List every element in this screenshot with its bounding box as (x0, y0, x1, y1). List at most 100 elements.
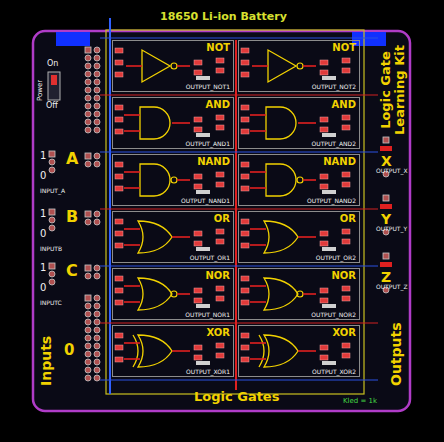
header-pin (85, 311, 91, 317)
header-pin (94, 87, 100, 93)
switch-label: Power (37, 80, 45, 101)
header-pin (85, 303, 91, 309)
header-pin (94, 63, 100, 69)
header-pin (94, 265, 100, 271)
pin-name: INPUT_A (40, 188, 65, 195)
header-pin (49, 263, 55, 269)
gate-cell: NAND OUTPUT_NAND1 (112, 154, 234, 206)
gate-name: NAND (197, 156, 230, 167)
gate-name: NOT (206, 42, 230, 53)
header-pin (94, 55, 100, 61)
pin-name: OUTPUT_NOR2 (311, 311, 356, 318)
gate-cell: NOR OUTPUT_NOR2 (238, 268, 360, 320)
header-pin (85, 127, 91, 133)
header-pin (85, 375, 91, 381)
pin-name: OUTPUT_AND2 (312, 140, 356, 147)
trace (100, 94, 378, 95)
header-pin (85, 327, 91, 333)
gate-cell: NANDOUTPUT_NAND2 (238, 154, 360, 206)
header-pin (85, 153, 91, 159)
gate-cell: NOTOUTPUT_NOT2 (238, 40, 360, 92)
gate-symbol (115, 219, 224, 253)
gate-cell: OR OUTPUT_OR2 (238, 211, 360, 263)
logic-level: 1 (40, 208, 46, 219)
header-pin (94, 111, 100, 117)
header-pin (94, 367, 100, 373)
gate-cell: NOR OUTPUT_NOR1 (112, 268, 234, 320)
gate-cell: ANDOUTPUT_AND1 (112, 97, 234, 149)
header-pin (94, 311, 100, 317)
header-pin (94, 335, 100, 341)
battery-outline (106, 30, 364, 394)
header-pin (49, 151, 55, 157)
board-outline (33, 31, 410, 411)
header-pin (383, 137, 389, 143)
switch-pad (51, 75, 57, 85)
pin-name: OUTPUT_NAND2 (307, 197, 356, 204)
pin-name: OUTPUT_NOT1 (186, 83, 230, 90)
header-pin (94, 211, 100, 217)
header-pin (49, 209, 55, 215)
battery-label: 18650 Li-ion Battery (160, 11, 287, 23)
pin-name: INPUTC (40, 300, 62, 307)
led-pad (380, 204, 392, 209)
pin-name: OUTPUT_X (376, 168, 408, 175)
logic-level: 0 (64, 342, 74, 359)
header-pin (94, 71, 100, 77)
header-pin (94, 319, 100, 325)
header-pin (94, 103, 100, 109)
gate-cell: ANDOUTPUT_AND2 (238, 97, 360, 149)
pin-name: OUTPUT_NOT2 (312, 83, 356, 90)
header-pin (85, 219, 91, 225)
pin-name: OUTPUT_Y (376, 226, 407, 233)
header-pin (94, 79, 100, 85)
gate-symbol (115, 162, 224, 196)
header-pin (85, 295, 91, 301)
header-pin (85, 367, 91, 373)
header-pin (85, 95, 91, 101)
pin-name: OUTPUT_OR2 (316, 254, 356, 261)
gate-symbol (241, 333, 350, 367)
gate-symbol (241, 105, 350, 139)
pin-name: OUTPUT_AND1 (186, 140, 230, 147)
header-pin (85, 111, 91, 117)
header-pin (85, 161, 91, 167)
pin-name: INPUTB (40, 246, 62, 253)
pin-name: OUTPUT_NOR1 (185, 311, 230, 318)
header-pin (94, 359, 100, 365)
gate-name: NOR (331, 270, 356, 281)
pin-name: OUTPUT_Z (376, 284, 408, 291)
input-name: C (66, 262, 78, 280)
section-label: Logic Gates (194, 390, 279, 404)
gate-cell: OROUTPUT_OR1 (112, 211, 234, 263)
header-pin (383, 253, 389, 259)
trace (235, 40, 237, 390)
trace (100, 151, 378, 152)
led-pad (380, 146, 392, 151)
pin-name: OUTPUT_XOR1 (186, 368, 230, 375)
header-pin (94, 375, 100, 381)
trace (100, 208, 378, 209)
header-pin (85, 71, 91, 77)
gate-name: OR (340, 213, 356, 224)
logic-level: 1 (40, 150, 46, 161)
header-pin (94, 161, 100, 167)
gate-name: XOR (332, 327, 356, 338)
gate-cell: NOT OUTPUT_NOT1 (112, 40, 234, 92)
section-label: Inputs (39, 336, 54, 386)
gate-name: XOR (206, 327, 230, 338)
header-pin (49, 271, 55, 277)
header-pin (85, 211, 91, 217)
note: Kled = 1k (343, 398, 377, 406)
pin-name: OUTPUT_NAND1 (181, 197, 230, 204)
gate-name: OR (214, 213, 230, 224)
header-pin (85, 359, 91, 365)
header-pin (85, 343, 91, 349)
section-label: Outputs (389, 322, 404, 386)
header-pin (85, 47, 91, 53)
input-name: B (66, 208, 78, 226)
header-pin (85, 319, 91, 325)
trace (100, 379, 378, 380)
gate-name: NOR (205, 270, 230, 281)
gate-symbol (115, 48, 224, 82)
